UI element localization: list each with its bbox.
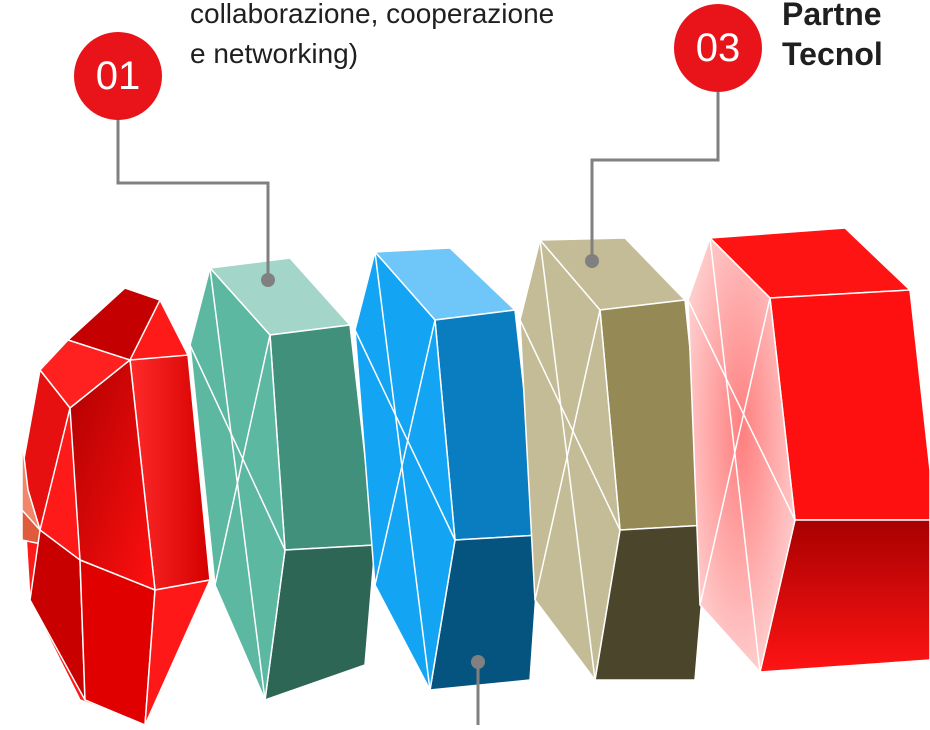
- item-01-line-1: collaborazione, cooperazione: [190, 0, 555, 29]
- item-03-line-2: Tecnol: [782, 36, 883, 72]
- segment-khaki: [519, 237, 709, 682]
- connector-03: [585, 92, 720, 268]
- connector-03-dot: [585, 254, 599, 268]
- segment-blue: [354, 247, 541, 693]
- badge-03: 03: [674, 4, 762, 92]
- segment-red-block: [687, 227, 930, 674]
- connector-01-dot: [261, 273, 275, 287]
- connector-02: [471, 655, 485, 725]
- connector-01: [116, 118, 275, 287]
- item-01-line-2: e networking): [190, 38, 359, 69]
- segment-red-dome: [21, 287, 212, 727]
- item-03-text: Partne Tecnol: [782, 0, 883, 74]
- connector-02-dot: [471, 655, 485, 669]
- item-01-text: collaborazione, cooperazione e networkin…: [190, 0, 554, 74]
- badge-01: 01: [74, 32, 162, 120]
- item-03-line-1: Partne: [782, 0, 882, 32]
- segment-teal: [189, 257, 376, 703]
